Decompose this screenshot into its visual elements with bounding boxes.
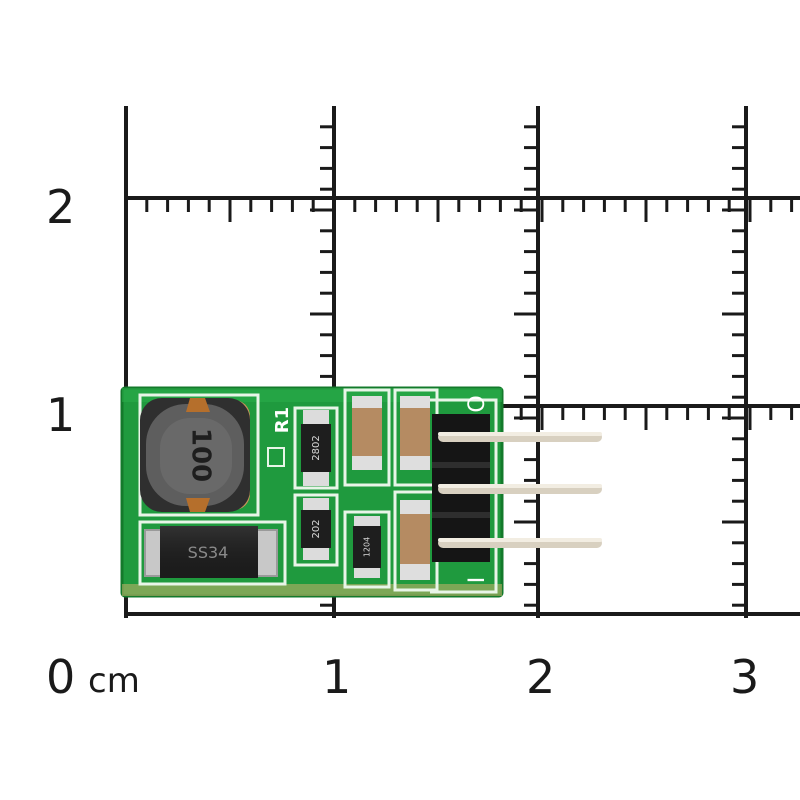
x-label-1: 1 bbox=[322, 650, 352, 704]
pin-header bbox=[432, 414, 602, 562]
resistor-r3-code: 1204 bbox=[363, 537, 372, 557]
y-label-2: 2 bbox=[46, 180, 76, 234]
dc-dc-converter-module: 100 SS34 R1 O I 2802 202 bbox=[120, 386, 602, 598]
silkscreen-r1: R1 bbox=[272, 407, 293, 433]
inductor: 100 bbox=[140, 398, 250, 512]
x-label-3: 3 bbox=[730, 650, 760, 704]
capacitors bbox=[352, 396, 430, 580]
unit-label: cm bbox=[88, 661, 140, 701]
resistor-r2: 202 bbox=[301, 498, 331, 560]
x-label-2: 2 bbox=[526, 650, 556, 704]
resistor-r1-code: 2802 bbox=[311, 435, 322, 460]
schottky-diode: SS34 bbox=[144, 526, 278, 578]
diode-marking: SS34 bbox=[188, 543, 229, 562]
x-label-0: 0 bbox=[46, 650, 76, 704]
inductor-marking: 100 bbox=[186, 428, 216, 482]
silkscreen-o: O bbox=[465, 395, 490, 412]
silkscreen-i: I bbox=[465, 577, 490, 584]
resistor-r3: 1204 bbox=[353, 516, 381, 578]
y-label-1: 1 bbox=[46, 388, 76, 442]
resistor-r2-code: 202 bbox=[311, 519, 322, 538]
resistor-r1: 2802 bbox=[301, 410, 331, 486]
